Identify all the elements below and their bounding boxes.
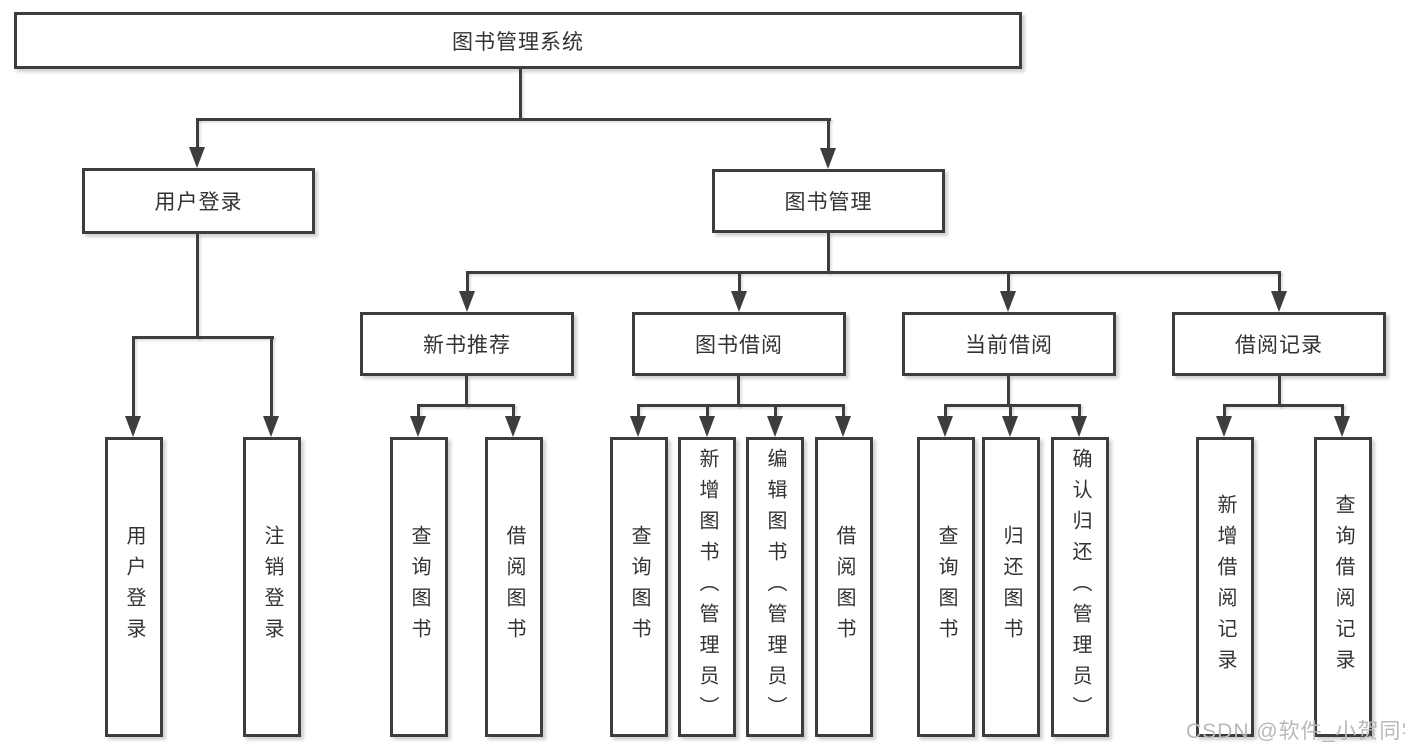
- leaf-add-books-admin: 新增图书（管理员）: [678, 437, 736, 737]
- connector-bookmgmt-stem4: [1278, 271, 1281, 293]
- arrowhead-query-borrow-record: [1334, 416, 1350, 437]
- arrowhead-new-book-recommend: [459, 291, 475, 312]
- arrowhead-borrow-record: [1271, 291, 1287, 312]
- arrowhead-book-management: [820, 148, 836, 169]
- arrowhead-query-books-current: [937, 416, 953, 437]
- connector-record-stem1: [1223, 404, 1226, 419]
- arrowhead-borrow-books-recommend: [505, 416, 521, 437]
- leaf-label: 借阅图书: [503, 525, 525, 649]
- connector-recommend-vline: [465, 376, 468, 407]
- connector-bookmgmt-stem2: [738, 271, 741, 293]
- connector-record-hline: [1223, 404, 1344, 407]
- leaf-confirm-return-admin: 确认归还（管理员）: [1051, 437, 1109, 737]
- leaf-borrow-books-recommend: 借阅图书: [485, 437, 543, 737]
- leaf-label: 归还图书: [1000, 525, 1022, 649]
- arrowhead-current-borrow: [1000, 291, 1016, 312]
- leaf-query-borrow-record: 查询借阅记录: [1314, 437, 1372, 737]
- leaf-label: 新增图书（管理员）: [696, 447, 718, 727]
- connector-record-stem2: [1341, 404, 1344, 419]
- connector-borrow-stem4: [842, 404, 845, 419]
- arrowhead-query-books-borrow: [630, 416, 646, 437]
- connector-root-hline: [196, 118, 831, 121]
- arrowhead-book-borrow: [731, 291, 747, 312]
- csdn-watermark: CSDN @软件_小贺同学: [1186, 720, 1405, 743]
- leaf-label: 用户登录: [123, 525, 145, 649]
- connector-record-vline: [1278, 376, 1281, 407]
- connector-borrow-stem1: [637, 404, 640, 419]
- node-book-borrow: 图书借阅: [632, 312, 846, 376]
- connector-root-vline: [519, 69, 522, 118]
- leaf-query-books-borrow: 查询图书: [610, 437, 668, 737]
- leaf-user-login: 用户登录: [105, 437, 163, 737]
- arrowhead-confirm-return-admin: [1071, 416, 1087, 437]
- arrowhead-borrow-books: [835, 416, 851, 437]
- connector-recommend-stem2: [512, 404, 515, 419]
- leaf-edit-books-admin: 编辑图书（管理员）: [746, 437, 804, 737]
- node-user-login: 用户登录: [82, 168, 315, 234]
- connector-bookmgmt-stem1: [466, 271, 469, 293]
- arrowhead-query-books-recommend: [410, 416, 426, 437]
- connector-borrow-stem3: [774, 404, 777, 419]
- connector-userlogin-hline: [132, 336, 274, 339]
- leaf-label: 查询图书: [628, 525, 650, 649]
- connector-current-stem1: [944, 404, 947, 419]
- arrowhead-edit-books-admin: [767, 416, 783, 437]
- connector-userlogin-stem1: [132, 336, 135, 418]
- connector-bookmgmt-vline: [827, 233, 830, 273]
- connector-recommend-stem1: [417, 404, 420, 419]
- leaf-label: 查询图书: [408, 525, 430, 649]
- leaf-label: 查询图书: [935, 525, 957, 649]
- node-borrow-record: 借阅记录: [1172, 312, 1386, 376]
- leaf-label: 确认归还（管理员）: [1069, 447, 1091, 727]
- leaf-logout: 注销登录: [243, 437, 301, 737]
- connector-borrow-hline: [637, 404, 844, 407]
- connector-current-stem2: [1009, 404, 1012, 419]
- leaf-return-books: 归还图书: [982, 437, 1040, 737]
- connector-bookmgmt-hline: [466, 271, 1281, 274]
- leaf-add-borrow-record: 新增借阅记录: [1196, 437, 1254, 737]
- node-current-borrow: 当前借阅: [902, 312, 1116, 376]
- connector-current-stem3: [1078, 404, 1081, 419]
- leaf-label: 编辑图书（管理员）: [764, 447, 786, 727]
- node-book-management: 图书管理: [712, 169, 945, 233]
- arrowhead-add-books-admin: [699, 416, 715, 437]
- connector-current-vline: [1007, 376, 1010, 407]
- leaf-label: 查询借阅记录: [1332, 494, 1354, 680]
- leaf-label: 借阅图书: [833, 525, 855, 649]
- leaf-label: 新增借阅记录: [1214, 494, 1236, 680]
- connector-root-left-stem: [196, 118, 199, 150]
- arrowhead-user-login: [189, 147, 205, 168]
- connector-current-hline: [944, 404, 1081, 407]
- connector-borrow-stem2: [706, 404, 709, 419]
- connector-root-right-stem: [827, 118, 830, 150]
- leaf-borrow-books: 借阅图书: [815, 437, 873, 737]
- node-new-book-recommend: 新书推荐: [360, 312, 574, 376]
- connector-userlogin-stem2: [270, 336, 273, 418]
- connector-recommend-hline: [417, 404, 515, 407]
- leaf-label: 注销登录: [261, 525, 283, 649]
- leaf-query-books-recommend: 查询图书: [390, 437, 448, 737]
- arrowhead-leaf-user-login: [125, 416, 141, 437]
- connector-bookmgmt-stem3: [1007, 271, 1010, 293]
- node-root: 图书管理系统: [14, 12, 1022, 69]
- arrowhead-add-borrow-record: [1216, 416, 1232, 437]
- connector-borrow-vline: [737, 376, 740, 407]
- arrowhead-return-books: [1002, 416, 1018, 437]
- leaf-query-books-current: 查询图书: [917, 437, 975, 737]
- arrowhead-leaf-logout: [263, 416, 279, 437]
- connector-userlogin-vline: [196, 234, 199, 339]
